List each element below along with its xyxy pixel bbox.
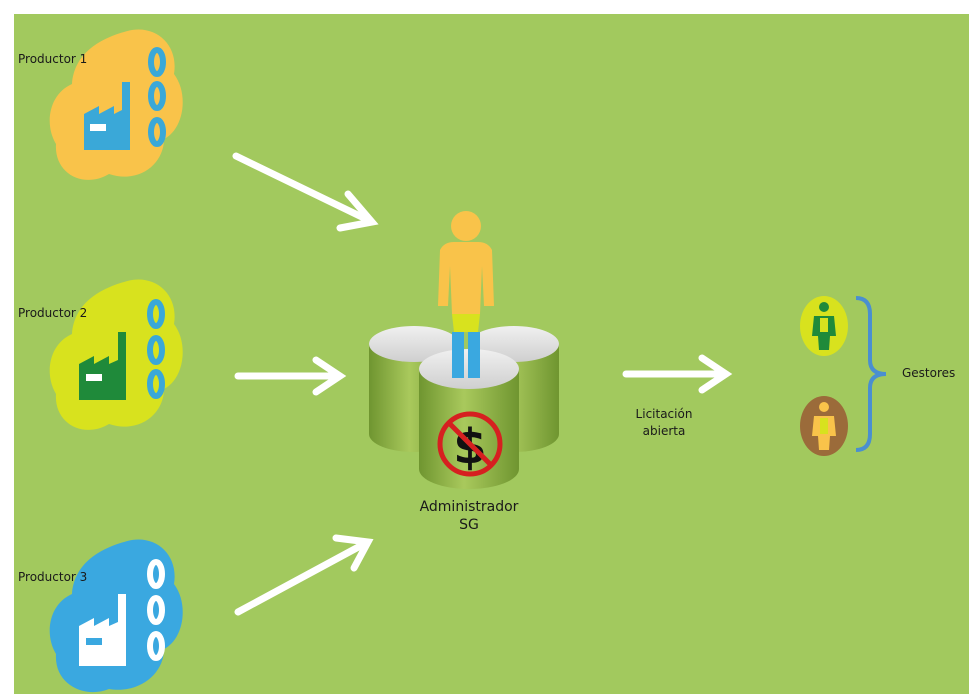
factory-icon — [84, 82, 130, 150]
producer-2-label: Productor 2 — [18, 306, 88, 320]
administrator-platform — [369, 326, 559, 489]
factory-icon — [79, 332, 126, 400]
no-money-icon: $ — [437, 411, 503, 477]
tire-icon — [147, 299, 165, 399]
managers-label: Gestores — [902, 366, 956, 380]
diagram-graphics: $ — [49, 29, 887, 693]
manager-2-icon — [800, 396, 848, 456]
producer-2-group — [49, 279, 183, 430]
administrator-person-icon — [438, 211, 494, 378]
manager-1-icon — [800, 296, 848, 356]
arrow-tender — [622, 354, 733, 394]
arrow-producer-3 — [234, 534, 374, 616]
administrator-label-line2: SG — [459, 517, 479, 533]
producer-3-group — [49, 539, 183, 693]
tender-label: Licitación abierta — [620, 406, 708, 440]
producer-1-label: Productor 1 — [18, 52, 88, 66]
producer-1-group — [49, 29, 183, 180]
tender-label-line1: Licitación — [635, 407, 693, 421]
administrator-label-line1: Administrador — [419, 499, 519, 515]
tire-icon — [148, 47, 166, 147]
tire-icon — [147, 559, 165, 661]
administrator-label: Administrador SG — [394, 498, 544, 534]
tender-label-line2: abierta — [642, 424, 686, 438]
arrow-producer-2 — [234, 356, 347, 396]
brace-icon — [855, 296, 887, 452]
producer-3-label: Productor 3 — [18, 570, 88, 584]
factory-icon — [79, 594, 126, 666]
diagram-canvas: $ Productor 1 Productor 2 Productor 3 Ad… — [14, 14, 969, 694]
arrow-producer-1 — [232, 152, 379, 232]
